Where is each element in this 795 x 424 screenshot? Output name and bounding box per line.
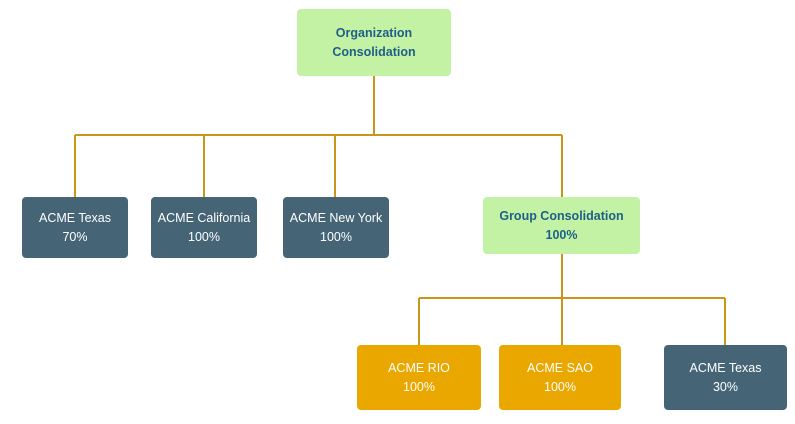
node-name: ACME California	[157, 210, 251, 225]
acme-sao-node[interactable]: ACME SAO 100%	[499, 345, 621, 410]
node-percentage: 100%	[403, 379, 435, 394]
group-consolidation-node[interactable]: Group Consolidation 100%	[483, 197, 640, 254]
node-name: ACME New York	[289, 210, 383, 225]
node-title-line2: Consolidation	[332, 44, 416, 59]
node-title-line1: Organization	[335, 25, 413, 40]
node-name: ACME Texas	[38, 210, 111, 225]
node-name: ACME Texas	[689, 360, 762, 375]
acme-new-york-node[interactable]: ACME New York 100%	[283, 197, 389, 258]
acme-texas-30-node[interactable]: ACME Texas 30%	[664, 345, 787, 410]
node-percentage: 100%	[188, 229, 220, 244]
node-percentage: 100%	[320, 229, 352, 244]
node-name: ACME RIO	[388, 360, 450, 375]
organization-consolidation-node[interactable]: Organization Consolidation	[297, 9, 451, 76]
node-percentage: 100%	[544, 379, 576, 394]
acme-rio-node[interactable]: ACME RIO 100%	[357, 345, 481, 410]
acme-texas-node[interactable]: ACME Texas 70%	[22, 197, 128, 258]
acme-california-node[interactable]: ACME California 100%	[151, 197, 257, 258]
node-name: Group Consolidation	[499, 208, 624, 223]
node-name: ACME SAO	[527, 360, 593, 375]
node-percentage: 30%	[712, 379, 739, 394]
node-percentage: 100%	[545, 227, 578, 242]
node-percentage: 70%	[62, 229, 88, 244]
